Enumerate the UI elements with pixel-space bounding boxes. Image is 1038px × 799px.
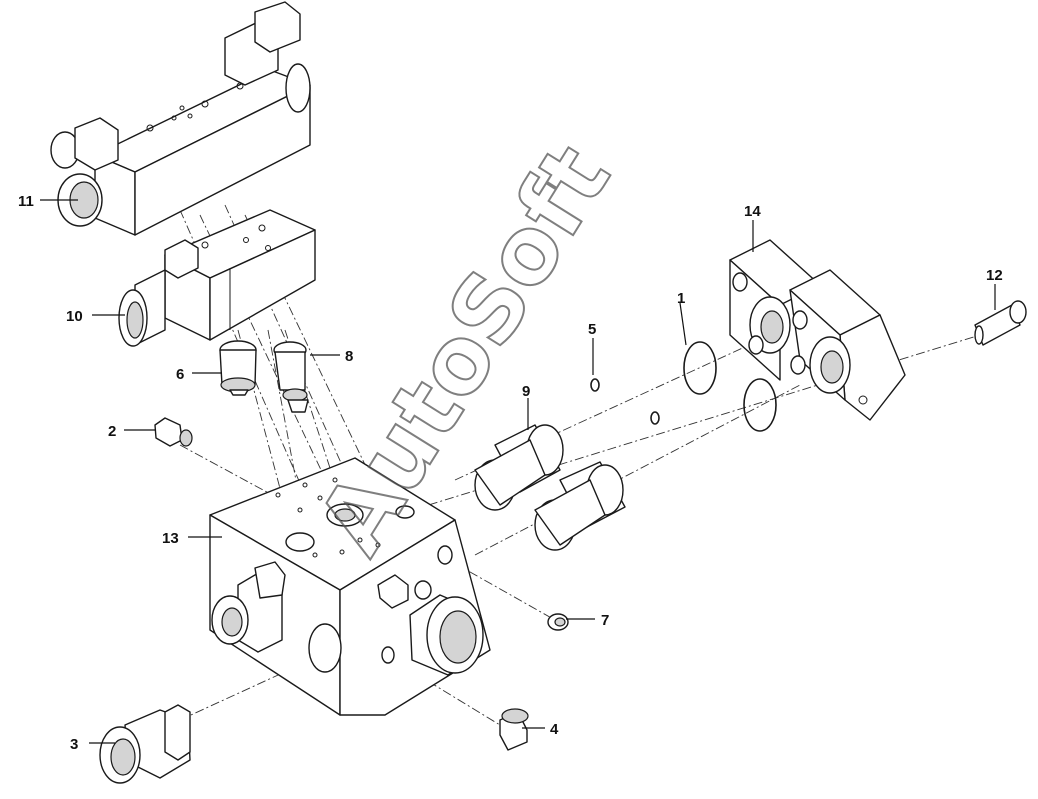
callout-9: 9 (522, 383, 530, 400)
callout-4: 4 (550, 721, 559, 738)
fitting-2 (154, 417, 193, 447)
plug-7 (547, 613, 569, 631)
o-ring-5 (590, 378, 600, 392)
callout-13: 13 (162, 530, 179, 547)
callout-3: 3 (70, 736, 78, 753)
o-ring-1 (683, 341, 717, 395)
callout-5: 5 (588, 321, 596, 338)
callout-11: 11 (18, 193, 34, 210)
union-fitting-3 (99, 704, 191, 784)
callout-6: 6 (176, 366, 184, 383)
bolt-12 (974, 300, 1027, 346)
o-rings (590, 341, 777, 432)
manifold-block (209, 457, 491, 716)
cartridge-valve-6 (219, 340, 257, 396)
callout-10: 10 (66, 308, 83, 325)
cartridge-valve-8 (273, 341, 309, 413)
callout-12: 12 (986, 267, 1003, 284)
solenoid-valve-lower (118, 209, 316, 347)
solenoid-valve-top (50, 1, 311, 236)
cover-plate-14 (729, 239, 906, 421)
sleeves-9 (474, 424, 626, 551)
callout-2: 2 (108, 423, 116, 440)
callout-8: 8 (345, 348, 353, 365)
callout-7: 7 (601, 612, 609, 629)
cap-4 (499, 708, 529, 751)
callout-labels: 1 2 3 4 5 6 7 8 9 10 11 12 13 14 (18, 193, 1003, 753)
leader-lines (40, 199, 996, 744)
callout-14: 14 (744, 203, 761, 220)
callout-1: 1 (677, 290, 685, 307)
